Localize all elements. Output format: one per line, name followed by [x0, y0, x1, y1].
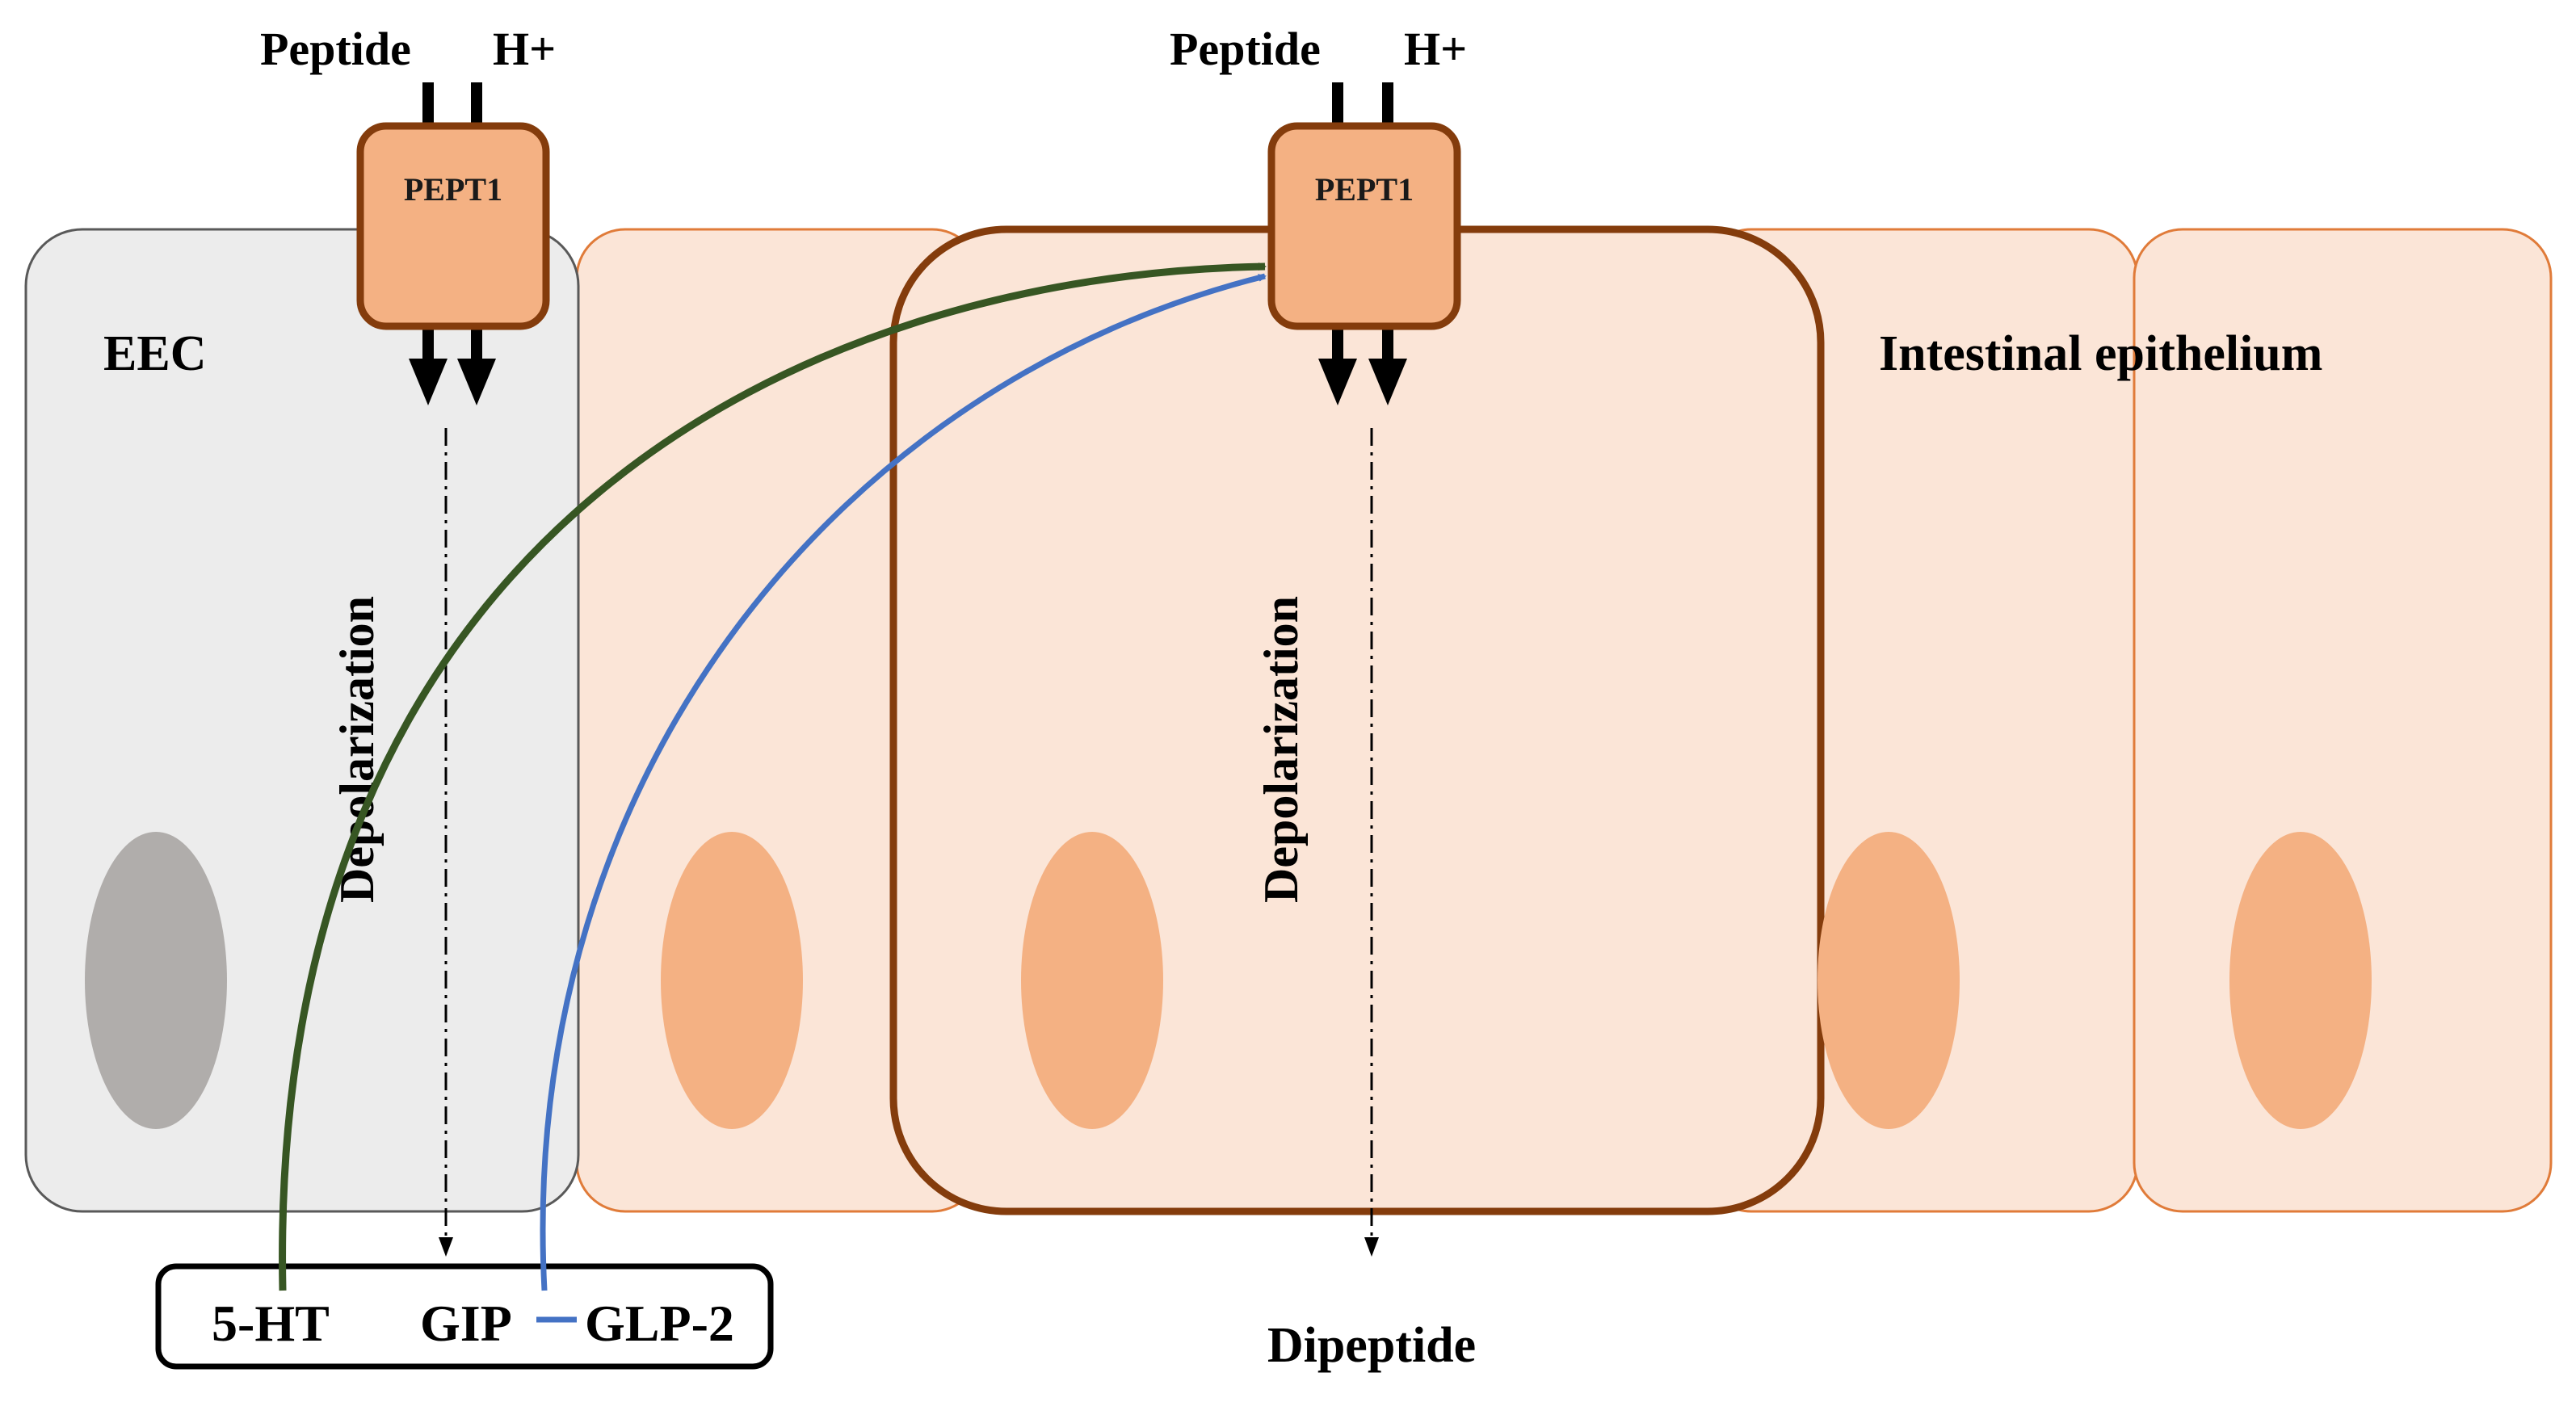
eec-nucleus [85, 832, 227, 1129]
peptide-label-right: Peptide [1170, 23, 1321, 75]
peptide-label-left: Peptide [260, 23, 411, 75]
hormone-box [155, 1263, 774, 1370]
eec-label: EEC [103, 326, 206, 381]
dipeptide-label: Dipeptide [1267, 1318, 1476, 1373]
serotonin-signal-arrow [279, 262, 1267, 1291]
epithelial-nucleus-3 [1817, 832, 1960, 1129]
epithelial-nucleus-4 [2229, 832, 2372, 1129]
gip-label: GIP [420, 1295, 512, 1352]
proton-label-right: H+ [1404, 23, 1467, 75]
depolarization-label-right: Depolarization [1254, 596, 1308, 903]
pept1-right-label: PEPT1 [1315, 171, 1414, 208]
serotonin-label: 5-HT [212, 1295, 330, 1352]
proton-label-left: H+ [493, 23, 556, 75]
epithelial-cell-highlighted [889, 225, 1825, 1215]
pept1-transporter-left [356, 122, 550, 330]
glp2-label: GLP-2 [585, 1295, 734, 1352]
intestinal-epithelium-label: Intestinal epithelium [1879, 326, 2322, 381]
glp2-signal-arrow [540, 273, 1267, 1291]
pept1-left-label: PEPT1 [404, 171, 502, 208]
inflow-arrows-left [409, 82, 496, 405]
depolarization-label-left: Depolarization [330, 596, 384, 903]
pept1-transporter-right [1267, 122, 1461, 330]
depolarization-line-left [439, 428, 453, 1257]
depolarization-line-right [1364, 428, 1379, 1257]
epithelial-nucleus-2 [1021, 832, 1163, 1129]
epithelial-nucleus-1 [661, 832, 803, 1129]
